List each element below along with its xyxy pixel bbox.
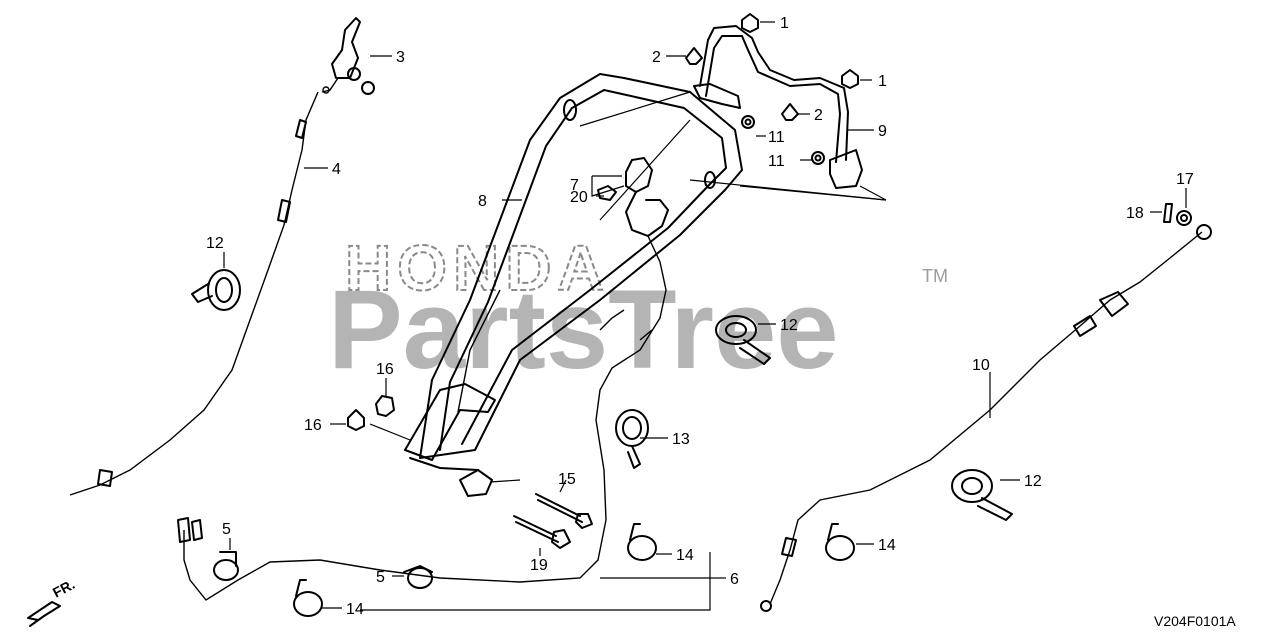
callout-label: 4 — [332, 161, 341, 178]
callout-label: 1 — [780, 15, 789, 32]
callout-label: 7 — [570, 177, 579, 194]
bolts — [513, 493, 593, 549]
callout-label: 15 — [558, 471, 576, 488]
band-clamp — [615, 409, 649, 469]
front-direction-arrow — [27, 601, 61, 627]
callout-label: 12 — [206, 235, 224, 252]
callout-label: 16 — [376, 361, 394, 378]
callout-labels: 1 1 2 2 3 4 5 5 6 7 8 9 10 11 11 12 12 1… — [206, 15, 1194, 618]
callout-label: 14 — [878, 537, 896, 554]
callout-label: 3 — [396, 49, 405, 66]
wire-clips — [293, 523, 855, 617]
parts-drawing — [27, 13, 1212, 627]
fasteners — [347, 13, 1192, 431]
callout-label: 12 — [780, 317, 798, 334]
watermark-tm: TM — [922, 266, 948, 286]
callout-label: 16 — [304, 417, 322, 434]
callout-label: 14 — [346, 601, 364, 618]
figure-code: V204F0101A — [1154, 613, 1236, 629]
cable-ties — [191, 269, 1013, 521]
wire-harness — [177, 235, 667, 601]
callout-label: 2 — [814, 107, 823, 124]
callout-label: 2 — [652, 49, 661, 66]
callout-label: 5 — [222, 521, 231, 538]
throttle-lever — [321, 17, 375, 95]
callout-label: 10 — [972, 357, 990, 374]
handlebar-frame — [404, 73, 743, 497]
callout-label: 6 — [730, 571, 739, 588]
callout-label: 12 — [1024, 473, 1042, 490]
leader-lines — [223, 21, 1187, 611]
callout-label: 13 — [672, 431, 690, 448]
callout-label: 5 — [376, 569, 385, 586]
callout-label: 1 — [878, 73, 887, 90]
watermark-brand: HONDA — [345, 232, 610, 304]
harness-clips — [213, 551, 433, 589]
callout-label: 17 — [1176, 171, 1194, 188]
operator-bar — [693, 25, 863, 189]
watermark-name: PartsTree — [328, 267, 839, 392]
callout-label: 9 — [878, 123, 887, 140]
throttle-cable — [69, 86, 330, 496]
callout-label: 20 — [570, 189, 588, 206]
drive-cable — [760, 224, 1212, 612]
stop-switch — [597, 157, 669, 237]
callout-label: 11 — [768, 153, 785, 170]
watermark: HONDA PartsTree TM — [328, 231, 948, 392]
callout-label: 14 — [676, 547, 694, 564]
callout-label: 11 — [768, 129, 785, 146]
callout-label: 8 — [478, 193, 487, 210]
direction-label: FR. — [50, 576, 77, 601]
callout-label: 18 — [1126, 205, 1144, 222]
callout-label: 19 — [530, 557, 548, 574]
